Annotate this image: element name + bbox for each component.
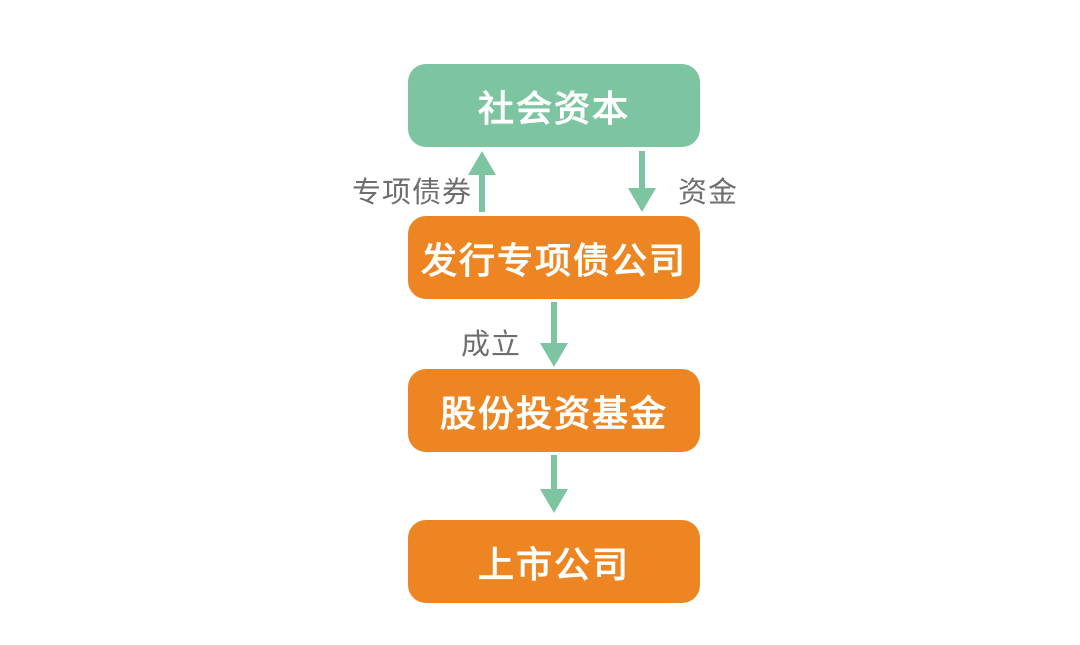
arrow-down-establish-icon — [540, 302, 568, 367]
edge-label-establish: 成立 — [461, 329, 522, 361]
node-bond-issuer-label: 发行专项债公司 — [420, 239, 687, 281]
edge-label-funds: 资金 — [678, 177, 739, 209]
node-social-capital: 社会资本 — [408, 64, 700, 147]
edge-label-special-bonds: 专项债券 — [352, 177, 473, 209]
node-equity-fund-label: 股份投资基金 — [439, 392, 668, 434]
node-listed-company-label: 上市公司 — [477, 543, 630, 585]
arrow-down-funds-icon — [628, 151, 656, 212]
arrow-up-special-bonds-icon — [468, 151, 496, 212]
node-bond-issuer: 发行专项债公司 — [408, 216, 700, 299]
arrow-down-invest-icon — [540, 455, 568, 513]
node-equity-fund: 股份投资基金 — [408, 369, 700, 452]
node-social-capital-label: 社会资本 — [477, 87, 630, 129]
node-listed-company: 上市公司 — [408, 520, 700, 603]
